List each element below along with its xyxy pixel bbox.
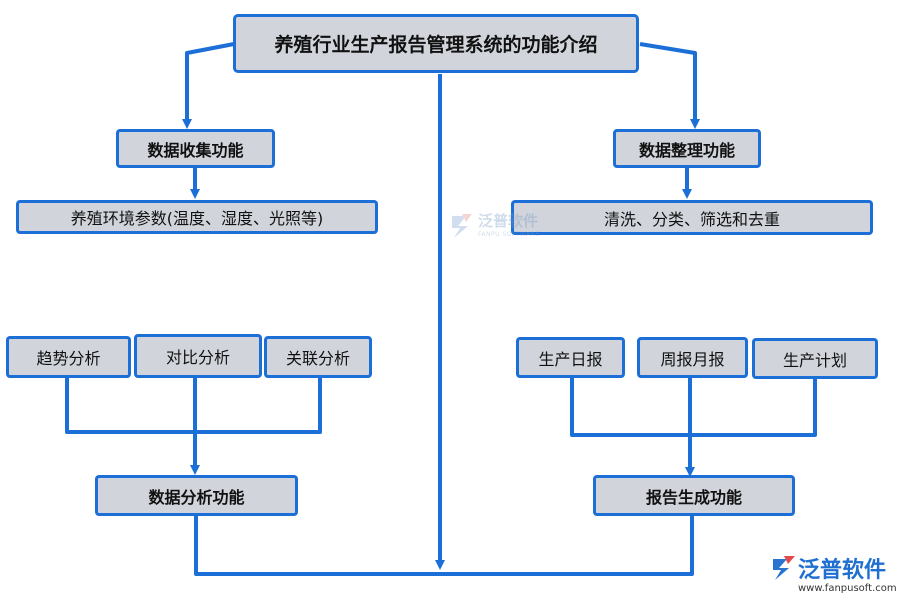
- watermark-text: 泛普软件: [478, 212, 539, 230]
- collection-box: 数据收集功能: [116, 129, 275, 168]
- organize-detail-text: 清洗、分类、筛选和去重: [603, 209, 780, 229]
- report-bracket: [570, 378, 817, 437]
- report-label: 报告生成功能: [645, 487, 742, 507]
- analysis-item-label: 趋势分析: [36, 349, 101, 368]
- analysis-label: 数据分析功能: [148, 487, 245, 507]
- analysis-item-label: 对比分析: [165, 348, 230, 367]
- fanpu-brand-icon: [773, 556, 795, 580]
- title-to-collection-arrow: [182, 42, 235, 129]
- report-item-daily: 生产日报: [516, 337, 625, 378]
- collection-detail-box: 养殖环境参数(温度、湿度、光照等): [16, 200, 378, 234]
- analysis-item-correlation: 关联分析: [264, 336, 372, 378]
- report-box: 报告生成功能: [593, 475, 795, 516]
- brand-url: www.fanpusoft.com: [798, 583, 897, 594]
- analysis-item-label: 关联分析: [285, 349, 350, 368]
- brand-name: 泛普软件: [798, 558, 887, 583]
- organize-detail-box: 清洗、分类、筛选和去重: [511, 200, 873, 235]
- analysis-item-trend: 趋势分析: [6, 336, 131, 378]
- report-item-label: 生产日报: [538, 349, 603, 369]
- collection-label: 数据收集功能: [147, 140, 244, 160]
- bottom-collector: [194, 514, 694, 576]
- watermark-logo: 泛普软件 FANPU SOFTWARE: [448, 210, 568, 244]
- report-item-plan: 生产计划: [752, 338, 878, 379]
- report-item-weekly-monthly: 周报月报: [637, 337, 748, 378]
- collection-detail-text: 养殖环境参数(温度、湿度、光照等): [70, 209, 324, 228]
- watermark-subtext: FANPU SOFTWARE: [478, 231, 540, 238]
- report-item-label: 生产计划: [782, 350, 847, 370]
- title-to-organize-arrow: [639, 42, 700, 129]
- brand-logo: 泛普软件 www.fanpusoft.com: [770, 552, 898, 598]
- title-box: 养殖行业生产报告管理系统的功能介绍: [233, 14, 639, 73]
- fanpu-logo-icon: [452, 214, 472, 238]
- analysis-box: 数据分析功能: [95, 475, 298, 516]
- report-item-label: 周报月报: [660, 349, 725, 369]
- analysis-item-compare: 对比分析: [134, 334, 262, 378]
- organize-box: 数据整理功能: [613, 129, 761, 168]
- organize-label: 数据整理功能: [638, 140, 735, 160]
- title-text: 养殖行业生产报告管理系统的功能介绍: [274, 34, 598, 56]
